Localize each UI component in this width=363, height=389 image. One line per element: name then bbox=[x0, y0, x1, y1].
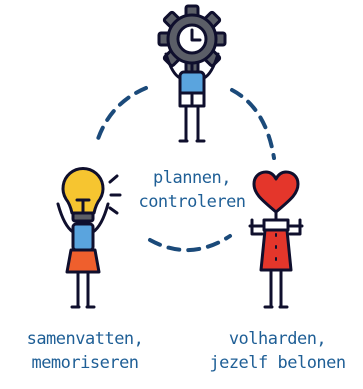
light-rays bbox=[108, 174, 122, 215]
heart-icon bbox=[252, 170, 300, 214]
clock-hands bbox=[190, 28, 202, 42]
label-volharden-jezelf-belonen: volharden, jezelf belonen bbox=[195, 327, 360, 375]
label-right-line1: volharden, bbox=[228, 329, 327, 349]
connector-bottom bbox=[148, 234, 232, 252]
label-samenvatten-memoriseren: samenvatten, memoriseren bbox=[5, 327, 165, 375]
gear-clock-head-figure-icon bbox=[157, 4, 227, 143]
label-left-line2: memoriseren bbox=[31, 353, 139, 373]
label-left-line1: samenvatten, bbox=[26, 329, 144, 349]
lightbulb-head-figure-icon bbox=[56, 167, 122, 309]
label-center-line1: plannen, bbox=[153, 168, 231, 188]
connector-top-left bbox=[94, 86, 148, 147]
cycle-connectors bbox=[94, 86, 276, 252]
lightbulb-icon bbox=[61, 167, 105, 215]
label-center-line2: controleren bbox=[138, 192, 246, 212]
connector-top-right bbox=[230, 88, 276, 160]
heart-head-figure-icon bbox=[248, 170, 304, 309]
label-plannen-controleren: plannen, controleren bbox=[130, 166, 254, 214]
label-right-line2: jezelf belonen bbox=[209, 353, 346, 373]
